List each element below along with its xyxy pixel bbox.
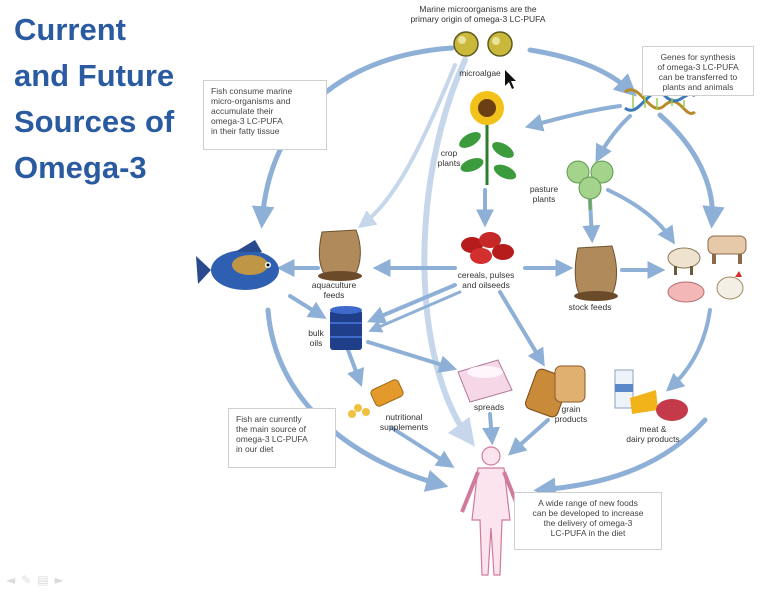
slide-controls[interactable]: ◄ ✎ ▤ ► <box>6 573 64 587</box>
spread-tub-icon <box>457 359 513 403</box>
arrow-algae-to-human-light <box>421 57 475 447</box>
title-line-1: Current <box>14 12 126 47</box>
top-caption: Marine microorganisms are the primary or… <box>410 4 546 24</box>
note-new-foods: A wide range of new foods can be develop… <box>514 492 662 550</box>
feed-sack-icon <box>318 229 362 281</box>
supplement-bottle-icon <box>348 379 404 418</box>
arrow-cereals-to-bulk <box>367 283 457 324</box>
oil-barrel-icon <box>330 306 362 350</box>
note-fish-consume: Fish consume marine micro-organisms and … <box>203 80 327 150</box>
label-meat-dairy: meat & dairy products <box>626 424 680 444</box>
arrow-grain-to-human <box>507 418 550 456</box>
mouse-cursor-icon <box>505 70 516 89</box>
arrow-cereals-to-bulk-2 <box>368 290 462 333</box>
back-arrow-icon[interactable]: ◄ <box>6 573 16 587</box>
arrow-bulk-to-spreads <box>366 340 458 373</box>
microalgae-icon <box>453 31 513 57</box>
arrow-meat-to-human <box>533 417 708 500</box>
label-cereals: cereals, pulses and oilseeds <box>457 270 515 290</box>
arrow-cereals-to-grain <box>498 290 545 367</box>
label-stock-feeds: stock feeds <box>568 302 612 312</box>
arrow-algae-to-aquaculture-light <box>357 63 457 229</box>
dairy-meat-icon <box>614 369 688 421</box>
arrow-supplements-to-human <box>390 426 455 468</box>
label-bulk-oils: bulk oils <box>308 328 324 348</box>
fish-icon <box>196 240 279 290</box>
title-line-4: Omega-3 <box>14 150 147 185</box>
beans-icon <box>461 232 514 264</box>
arrow-animals-to-meat <box>665 308 712 392</box>
arrow-pasture-to-animals <box>606 188 675 245</box>
human-body-icon <box>460 446 522 576</box>
clover-icon <box>566 160 614 210</box>
note-fish-source: Fish are currently the main source of om… <box>228 408 336 468</box>
arrow-bulk-to-supplements <box>346 348 365 388</box>
arrow-algae-to-dna <box>527 47 637 97</box>
label-spreads: spreads <box>473 402 505 412</box>
sunflower-icon <box>459 91 517 185</box>
label-aquaculture-feeds: aquaculture feeds <box>311 280 357 300</box>
label-grain-products: grain products <box>554 404 588 424</box>
menu-icon[interactable]: ▤ <box>37 573 49 587</box>
forward-arrow-icon[interactable]: ► <box>54 573 64 587</box>
arrow-dna-to-pasture <box>595 114 632 163</box>
arrow-dna-to-crop <box>524 104 622 132</box>
title-line-3: Sources of <box>14 104 175 139</box>
bread-icon <box>525 365 586 418</box>
livestock-icon <box>667 235 747 303</box>
label-nutritional-supplements: nutritional supplements <box>379 412 429 432</box>
label-microalgae: microalgae <box>459 68 501 78</box>
note-genes: Genes for synthesis of omega-3 LC-PUFA c… <box>642 46 754 96</box>
label-crop-plants: crop plants <box>437 148 461 168</box>
arrow-fish-to-bulk <box>288 294 327 319</box>
title-line-2: and Future <box>14 58 175 93</box>
arrow-dna-to-animals <box>657 112 725 229</box>
stock-feed-sack-icon <box>574 245 618 301</box>
arrow-spreads-to-human <box>482 412 501 446</box>
pen-icon[interactable]: ✎ <box>21 573 32 587</box>
label-pasture-plants: pasture plants <box>529 184 559 204</box>
